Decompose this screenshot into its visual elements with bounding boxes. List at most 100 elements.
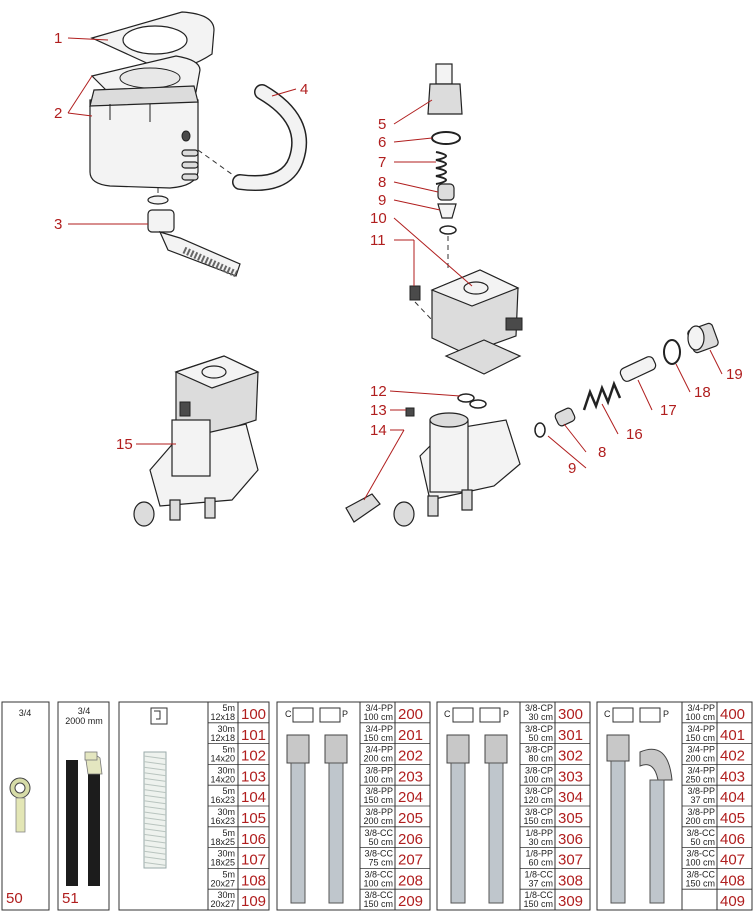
callout-14: 14 [370,422,387,439]
part-3-elbow [147,195,241,278]
panel-300-icon-c: C [444,709,451,719]
part-13-plug [405,407,415,417]
p200-row-2-code: 202 [398,748,423,765]
p200-row-0-b: 100 cm [363,712,393,722]
p400-row-0-code: 400 [720,706,745,723]
callout-12: 12 [370,383,387,400]
p300-row-8-b: 37 cm [528,878,553,888]
panel-51-size: 3/4 [78,706,91,716]
p400-row-2-b: 200 cm [685,754,715,764]
p200-row-9-b: 150 cm [363,899,393,909]
p300-row-1-code: 301 [558,727,583,744]
p400-row-6-b: 50 cm [690,837,715,847]
solenoid-coil [430,269,523,375]
p400-row-3-b: 250 cm [685,774,715,784]
p200-row-3-b: 100 cm [363,774,393,784]
callout-4: 4 [300,81,308,98]
p400-row-9-code: 409 [720,893,745,910]
p400-row-5-a: 3/8-PP [687,807,715,817]
p200-row-6-a: 3/8-CC [364,828,393,838]
panel-51: 3/4 2000 mm 51 [57,701,110,911]
p400-row-4-b: 37 cm [690,795,715,805]
p200-row-9-code: 209 [398,893,423,910]
p300-row-9-a: 1/8-CC [524,890,553,900]
p100-row-1-code: 101 [241,727,266,744]
p400-row-1-code: 401 [720,727,745,744]
p200-row-7-a: 3/8-CC [364,849,393,859]
p100-row-0-a: 5m [222,703,235,713]
p100-row-7-a: 30m [217,849,235,859]
p200-row-4-code: 204 [398,789,423,806]
p300-row-3-a: 3/8-CP [525,765,553,775]
callout-5: 5 [378,116,386,133]
part-19-cap [687,322,719,354]
p300-row-6-code: 306 [558,831,583,848]
panel-400-icon-p: P [663,709,669,719]
panel-300-icon-p: P [503,709,509,719]
p200-row-8-code: 208 [398,872,423,889]
callout-18: 18 [694,384,711,401]
p100-row-2-code: 102 [241,748,266,765]
p200-row-4-b: 150 cm [363,795,393,805]
callout-6: 6 [378,134,386,151]
p100-row-1-a: 30m [217,724,235,734]
p200-row-2-b: 200 cm [363,754,393,764]
p200-row-8-a: 3/8-CC [364,869,393,879]
p400-row-3-a: 3/4-PP [687,765,715,775]
part-11-screw [409,285,433,321]
p400-row-2-code: 402 [720,748,745,765]
p400-row-7-code: 407 [720,852,745,869]
p200-row-3-a: 3/8-PP [365,765,393,775]
p100-row-6-code: 106 [241,831,266,848]
p200-row-0-a: 3/4-PP [365,703,393,713]
part-8-plunger-right [554,407,576,427]
p200-row-7-code: 207 [398,852,423,869]
p100-row-4-b: 16x23 [210,795,235,805]
callout-19: 19 [726,366,743,383]
p300-row-5-a: 3/8-CP [525,807,553,817]
panel-50-code: 50 [6,890,23,907]
panel-200-icon-p: P [342,709,348,719]
part-7-spring [435,151,447,185]
p400-row-7-b: 100 cm [685,858,715,868]
p400-row-0-b: 100 cm [685,712,715,722]
part-15-valve-assembly [133,355,260,527]
p200-row-1-code: 201 [398,727,423,744]
p400-row-5-code: 405 [720,810,745,827]
p400-row-5-b: 200 cm [685,816,715,826]
p200-row-5-a: 3/8-PP [365,807,393,817]
p100-row-7-b: 18x25 [210,858,235,868]
p300-row-4-code: 304 [558,789,583,806]
p300-row-0-b: 30 cm [528,712,553,722]
p400-row-1-b: 150 cm [685,733,715,743]
p200-row-7-b: 75 cm [368,858,393,868]
p400-row-8-code: 408 [720,872,745,889]
p300-row-2-a: 3/8-CP [525,745,553,755]
p300-row-0-code: 300 [558,706,583,723]
panel-51-code: 51 [62,890,79,907]
p100-row-0-code: 100 [241,706,266,723]
p400-row-0-a: 3/4-PP [687,703,715,713]
p200-row-8-b: 100 cm [363,878,393,888]
part-1-gasket-plate [90,11,215,71]
p200-row-2-a: 3/4-PP [365,745,393,755]
leader-lines [67,37,723,501]
panel-51-length: 2000 mm [65,716,103,726]
p300-row-5-code: 305 [558,810,583,827]
p200-row-0-code: 200 [398,706,423,723]
p200-row-3-code: 203 [398,768,423,785]
panel-50: 3/4 50 [1,701,50,911]
p300-row-1-b: 50 cm [528,733,553,743]
p200-row-5-code: 205 [398,810,423,827]
callout-8: 8 [378,174,386,191]
p200-row-4-a: 3/8-PP [365,786,393,796]
callout-numbers: 1 2 3 4 5 6 7 8 9 10 11 12 13 14 15 16 1… [54,30,743,477]
p300-row-0-a: 3/8-CP [525,703,553,713]
p400-row-2-a: 3/4-PP [687,745,715,755]
p200-row-6-code: 206 [398,831,423,848]
p100-row-3-code: 103 [241,768,266,785]
callout-7: 7 [378,154,386,171]
